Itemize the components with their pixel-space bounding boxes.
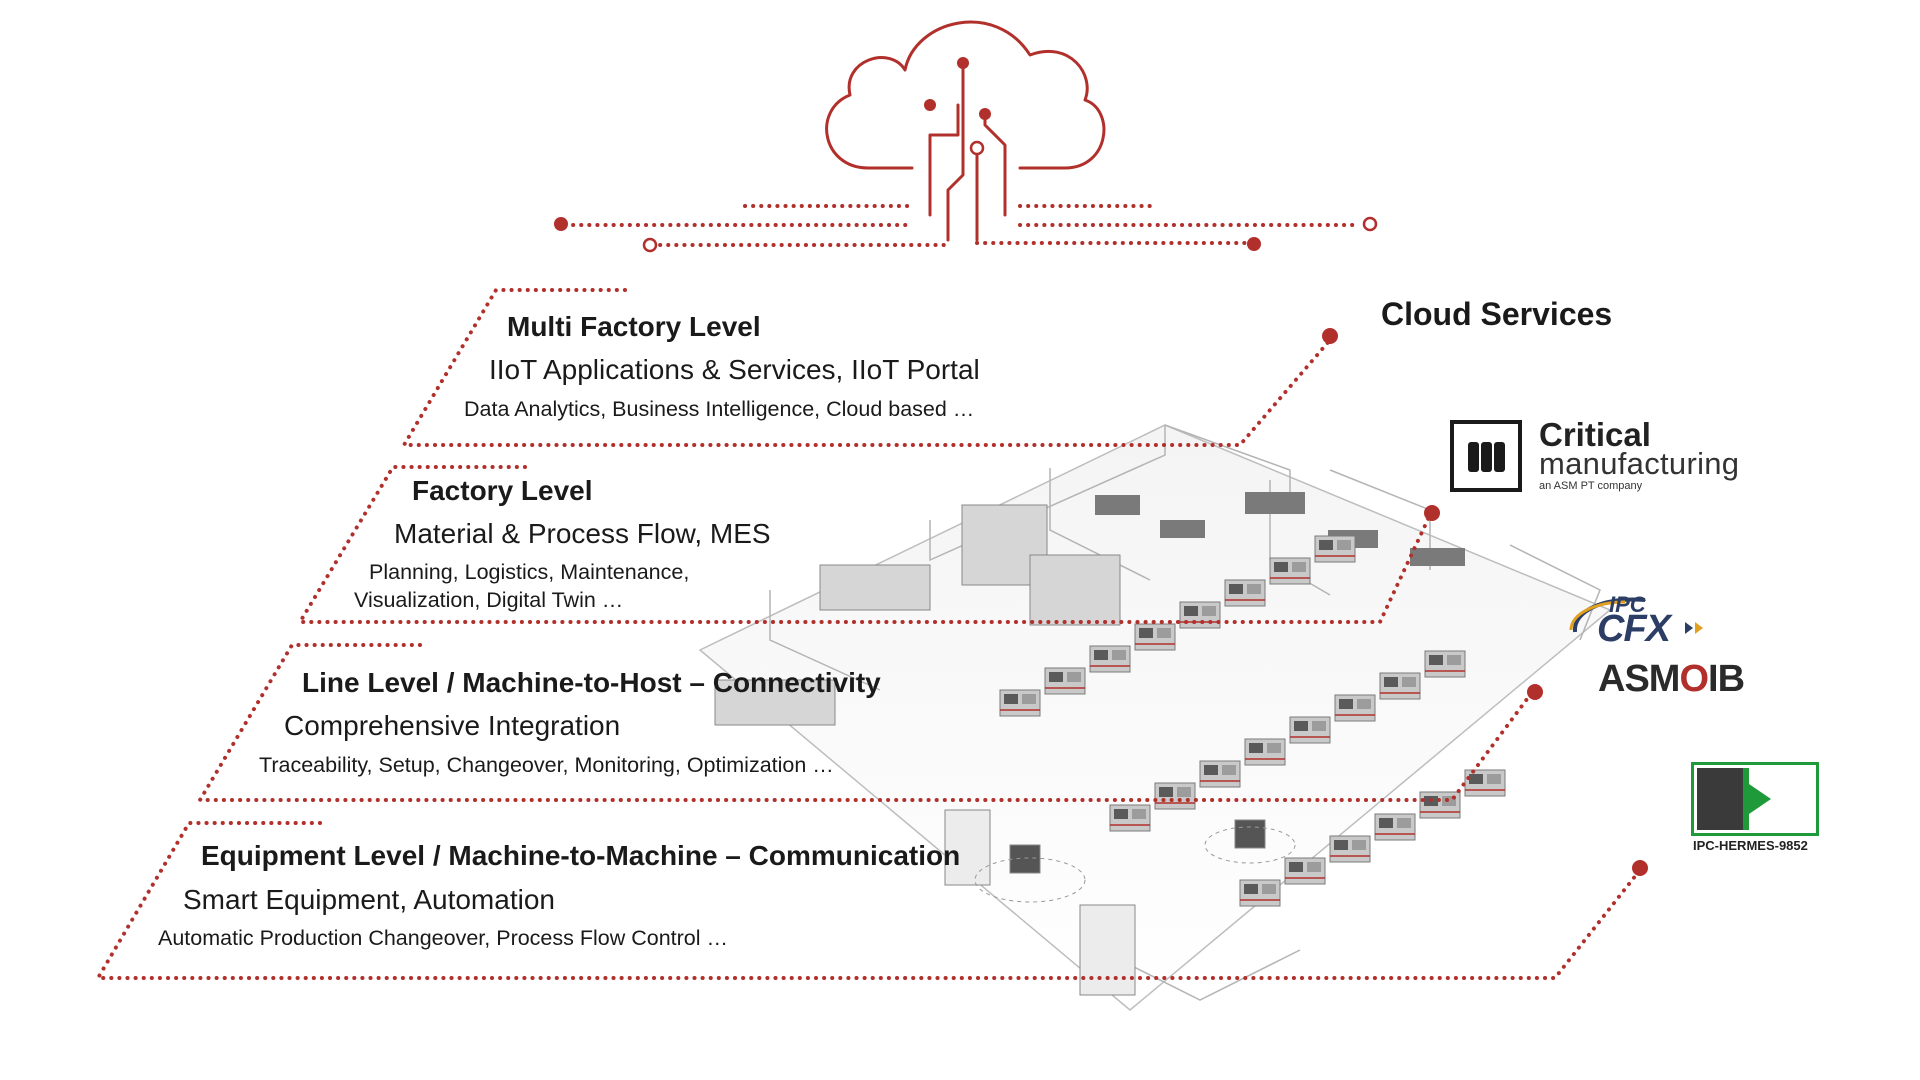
cfx-swoosh-icon: [1569, 597, 1703, 634]
critical-manufacturing-mark-icon: [1450, 420, 1522, 492]
level-details: Planning, Logistics, Maintenance,: [369, 560, 690, 584]
level-subtitle: IIoT Applications & Services, IIoT Porta…: [489, 354, 980, 385]
level-subtitle: Comprehensive Integration: [284, 710, 621, 741]
asm-text: ASMOIB: [1598, 658, 1745, 700]
cloud-services-label: Cloud Services: [1381, 296, 1613, 332]
ipc-cfx-logo: IPC CFX: [1565, 592, 1715, 650]
level-details: Automatic Production Changeover, Process…: [158, 926, 729, 950]
cfx-name: CFX: [1597, 608, 1671, 650]
level-title: Factory Level: [412, 475, 593, 506]
cfx-prefix: IPC: [1609, 592, 1646, 617]
level-details: Data Analytics, Business Intelligence, C…: [464, 397, 975, 421]
cm-name2: manufacturing: [1539, 446, 1740, 481]
asm-oib-logo: ASMOIB: [1598, 658, 1748, 704]
factory-floor-illustration: [698, 424, 1612, 1011]
critical-manufacturing-logo: Critical manufacturing an ASM PT company: [1450, 416, 1739, 492]
cm-tagline: an ASM PT company: [1539, 480, 1643, 492]
level-title: Line Level / Machine-to-Host – Connectiv…: [302, 667, 881, 698]
level-subtitle: Material & Process Flow, MES: [394, 518, 771, 549]
hermes-mark-icon: [1691, 762, 1819, 836]
level-title: Equipment Level / Machine-to-Machine – C…: [201, 840, 961, 871]
level-subtitle: Smart Equipment, Automation: [183, 884, 555, 915]
hermes-caption: IPC-HERMES-9852: [1693, 838, 1808, 853]
level-title: Multi Factory Level: [507, 311, 761, 342]
level-details: Visualization, Digital Twin …: [354, 588, 624, 612]
ipc-hermes-logo: IPC-HERMES-9852: [1688, 762, 1822, 854]
cm-name: Critical: [1539, 416, 1651, 453]
cloud-circuit-icon: [825, 20, 1106, 242]
level-details: Traceability, Setup, Changeover, Monitor…: [259, 753, 834, 777]
